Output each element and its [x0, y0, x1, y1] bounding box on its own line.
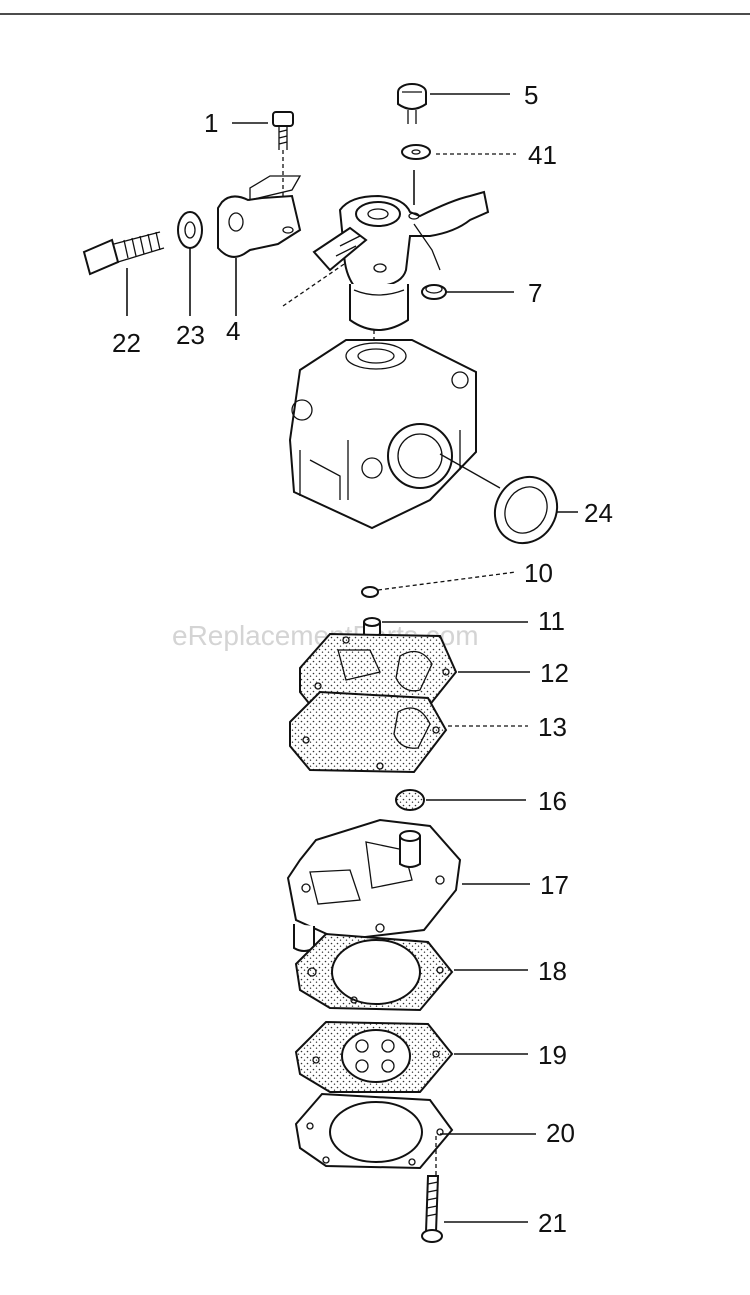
callout-19: 19: [538, 1040, 567, 1070]
callout-12: 12: [540, 658, 569, 688]
callout-10: 10: [524, 558, 553, 588]
part-41-washer: [401, 144, 431, 160]
callout-17: 17: [540, 870, 569, 900]
part-24-ring: [493, 475, 559, 545]
part-21-bolt: [421, 1175, 443, 1243]
part-16-filter: [395, 789, 425, 811]
part-10-oring: [361, 586, 379, 598]
callout-11: 11: [538, 606, 565, 636]
part-20-cover: [294, 1092, 454, 1170]
callout-1: 1: [204, 108, 218, 138]
callout-21: 21: [538, 1208, 567, 1238]
callout-20: 20: [546, 1118, 575, 1148]
callout-13: 13: [538, 712, 567, 742]
callout-24: 24: [584, 498, 613, 528]
carburetor-body: [288, 339, 477, 530]
part-5-screw: [397, 83, 427, 124]
leader-4-dash: [282, 259, 351, 307]
part-18-gasket: [294, 932, 454, 1012]
part-22-idle-screw: [82, 231, 165, 276]
callout-41: 41: [528, 140, 557, 170]
part-11-nozzle: [363, 617, 381, 638]
part-13-gasket: [289, 690, 448, 774]
axis-24: [439, 453, 501, 489]
part-17-pump-body: [286, 818, 462, 952]
callout-4: 4: [226, 316, 240, 346]
part-19-diaphragm: [294, 1020, 454, 1093]
callout-23: 23: [176, 320, 205, 350]
part-1-screw: [272, 111, 294, 150]
throttle-lever-assembly: [312, 190, 490, 331]
leader-10: [377, 571, 517, 591]
callout-5: 5: [524, 80, 538, 110]
part-23-washer: [177, 211, 203, 249]
part-7-cap: [421, 284, 447, 300]
callout-7: 7: [528, 278, 542, 308]
callout-16: 16: [538, 786, 567, 816]
part-4-bracket: [217, 175, 302, 258]
callout-22: 22: [112, 328, 141, 358]
callout-18: 18: [538, 956, 567, 986]
